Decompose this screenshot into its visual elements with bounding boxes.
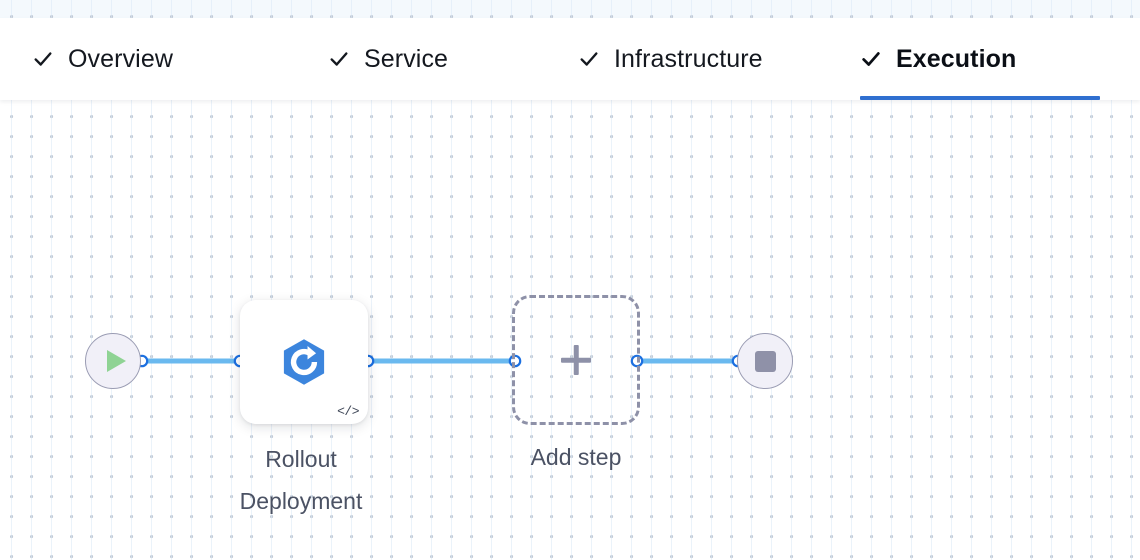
pipeline-flow-canvas[interactable]: </> Rollout Deployment Add step: [0, 100, 1140, 560]
pipeline-start-node[interactable]: [85, 333, 141, 389]
plus-icon: [561, 345, 591, 375]
tab-label: Service: [364, 44, 449, 73]
edge-rollout-to-add-step: [361, 354, 522, 368]
code-badge-icon: </>: [337, 404, 359, 419]
pipeline-step-rollout-deployment[interactable]: </>: [240, 300, 368, 424]
stop-icon: [754, 350, 776, 372]
pipeline-end-node[interactable]: [737, 333, 793, 389]
tab-service[interactable]: Service: [328, 18, 508, 100]
check-icon: [328, 48, 350, 70]
tab-label: Overview: [68, 44, 173, 73]
tab-infrastructure[interactable]: Infrastructure: [578, 18, 824, 100]
tab-label: Infrastructure: [614, 44, 763, 73]
check-icon: [32, 48, 54, 70]
rollout-deployment-icon: [279, 337, 329, 387]
tab-active-underline: [860, 96, 1100, 100]
add-step-button[interactable]: [512, 295, 640, 425]
check-icon: [860, 48, 882, 70]
add-step-label: Add step: [530, 444, 622, 470]
play-icon: [106, 350, 126, 372]
tab-label: Execution: [896, 44, 1017, 73]
tab-overview[interactable]: Overview: [32, 18, 248, 100]
pipeline-step-label-rollout-deployment: Rollout Deployment: [239, 446, 363, 514]
tab-execution[interactable]: Execution: [860, 18, 1100, 100]
edge-add-step-to-end: [630, 354, 745, 368]
check-icon: [578, 48, 600, 70]
wizard-tabbar: Overview Service Infrastructure: [0, 18, 1140, 100]
edge-start-to-rollout: [135, 354, 247, 368]
canvas-top-strip: [0, 0, 1140, 18]
